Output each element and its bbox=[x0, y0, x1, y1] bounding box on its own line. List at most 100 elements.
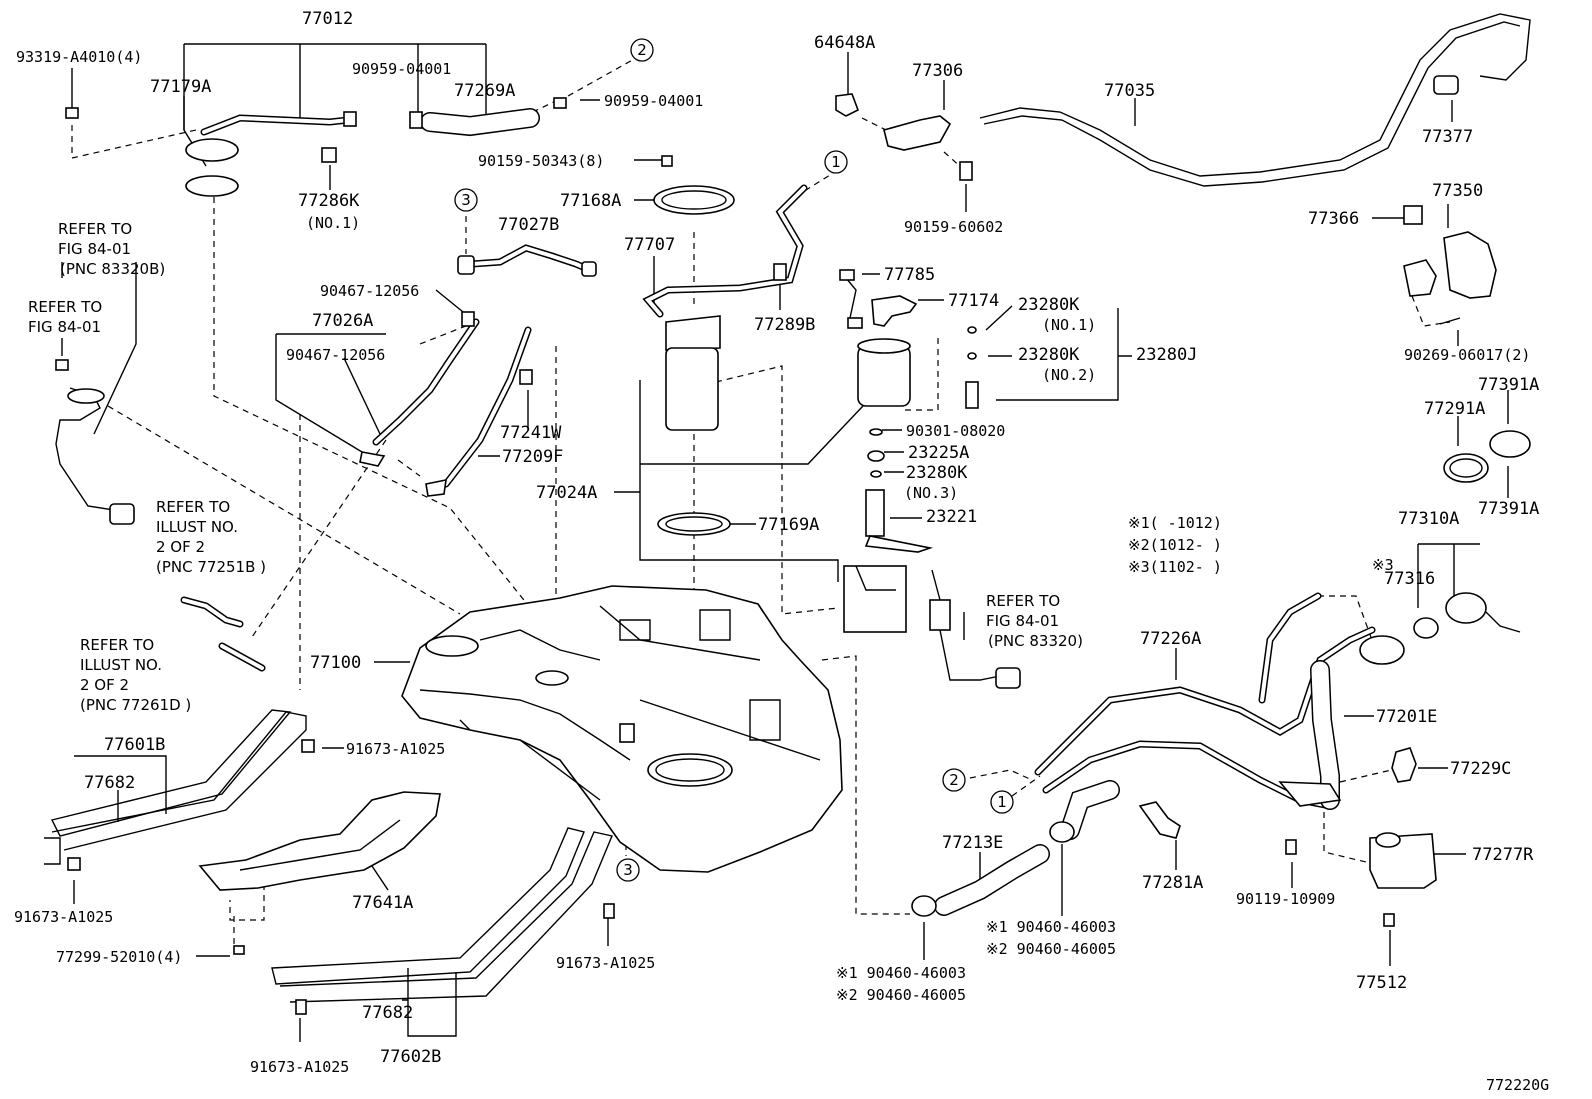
part-fuel-lid bbox=[1403, 205, 1497, 325]
marker-2-top: 2 bbox=[637, 41, 647, 59]
label-90159-50343: 90159-50343(8) bbox=[478, 152, 604, 170]
label-23280k-3: 23280K bbox=[906, 463, 968, 483]
label-77213e: 77213E bbox=[942, 833, 1003, 853]
label-77286k-sub: (NO.1) bbox=[306, 214, 360, 232]
label-77026a: 77026A bbox=[312, 311, 373, 331]
label-77707: 77707 bbox=[624, 235, 675, 255]
label-77286k: 77286K bbox=[298, 191, 360, 211]
ref-b-line-1: REFER TO bbox=[28, 298, 102, 316]
part-heat-insulator bbox=[198, 791, 441, 891]
part-tank-bands bbox=[44, 709, 613, 1003]
note-2: ※2(1012- ) bbox=[1128, 536, 1222, 554]
label-90467-12056-b: 90467-12056 bbox=[286, 346, 385, 364]
label-77241w: 77241W bbox=[500, 423, 562, 443]
label-figure-code: 772220G bbox=[1486, 1076, 1549, 1094]
refer-block-illust-pnc-77251b: REFER TO ILLUST NO. 2 OF 2 (PNC 77251B ) bbox=[156, 498, 266, 576]
marker-1-top: 1 bbox=[831, 153, 841, 171]
label-77226a: 77226A bbox=[1140, 629, 1201, 649]
label-91673-a1025-a: 91673-A1025 bbox=[346, 740, 445, 758]
part-filler-neck-bracket bbox=[1138, 747, 1437, 889]
serial-notes: ※1( -1012) ※2(1012- ) ※3(1102- ) bbox=[1128, 514, 1222, 576]
label-23280k-2-sub: (NO.2) bbox=[1042, 366, 1096, 384]
label-77179a: 77179A bbox=[150, 77, 211, 97]
ref-a-line-3: (PNC 83320B) bbox=[60, 260, 165, 278]
ref-c-line-2: ILLUST NO. bbox=[156, 518, 238, 536]
label-23280k-3-sub: (NO.3) bbox=[904, 484, 958, 502]
label-77012: 77012 bbox=[302, 9, 353, 29]
part-pump-assembly bbox=[642, 184, 907, 633]
label-77391a-bottom: 77391A bbox=[1478, 499, 1539, 519]
label-77602b: 77602B bbox=[380, 1047, 441, 1067]
refer-block-fig-84-01-pnc-83320b: REFER TO FIG 84-01 (PNC 83320B) bbox=[58, 220, 165, 278]
part-sender-gauge-right bbox=[929, 569, 1021, 689]
part-filler-tube-pipes bbox=[1034, 592, 1405, 810]
ref-c-line-4: (PNC 77251B ) bbox=[156, 558, 266, 576]
ref-e-line-2: FIG 84-01 bbox=[986, 612, 1059, 630]
label-77291a: 77291A bbox=[1424, 399, 1485, 419]
marker-3-bottom: 3 bbox=[623, 861, 633, 879]
part-evap-tubes bbox=[359, 244, 597, 497]
label-90460-46005-a: ※2 90460-46005 bbox=[986, 940, 1116, 958]
ref-d-line-4: (PNC 77261D ) bbox=[80, 696, 191, 714]
label-77377: 77377 bbox=[1422, 127, 1473, 147]
label-90119-10909: 90119-10909 bbox=[1236, 890, 1335, 908]
label-77269a: 77269A bbox=[454, 81, 515, 101]
label-77512: 77512 bbox=[1356, 973, 1407, 993]
ref-c-line-1: REFER TO bbox=[156, 498, 230, 516]
label-77601b: 77601B bbox=[104, 735, 165, 755]
label-90460-46005-b: ※2 90460-46005 bbox=[836, 986, 966, 1004]
label-23280j: 23280J bbox=[1136, 345, 1197, 365]
label-77682-b: 77682 bbox=[362, 1003, 413, 1023]
ref-a-line-1: REFER TO bbox=[58, 220, 132, 238]
label-77316-mark: ※3 bbox=[1372, 556, 1394, 574]
label-77299-52010: 77299-52010(4) bbox=[56, 948, 182, 966]
part-vent-tubes-top bbox=[185, 108, 540, 197]
label-90467-12056-a: 90467-12056 bbox=[320, 282, 419, 300]
label-77391a-top: 77391A bbox=[1478, 375, 1539, 395]
label-77641a: 77641A bbox=[352, 893, 413, 913]
label-91673-a1025-d: 91673-A1025 bbox=[250, 1058, 349, 1076]
label-90460-46003-b: ※1 90460-46003 bbox=[836, 964, 966, 982]
part-fuel-lid-cable bbox=[835, 13, 1531, 187]
refer-block-illust-pnc-77261d: REFER TO ILLUST NO. 2 OF 2 (PNC 77261D ) bbox=[80, 636, 191, 714]
label-77366: 77366 bbox=[1308, 209, 1359, 229]
label-77289b: 77289B bbox=[754, 315, 815, 335]
ref-b-line-2: FIG 84-01 bbox=[28, 318, 101, 336]
label-64648a: 64648A bbox=[814, 33, 875, 53]
part-pump-filter bbox=[839, 269, 979, 553]
label-90269-06017: 90269-06017(2) bbox=[1404, 346, 1530, 364]
refer-block-fig-84-01: REFER TO FIG 84-01 bbox=[28, 298, 102, 336]
label-77306: 77306 bbox=[912, 61, 963, 81]
label-91673-a1025-c: 91673-A1025 bbox=[556, 954, 655, 972]
ref-d-line-3: 2 OF 2 bbox=[80, 676, 129, 694]
circled-markers: 2 1 3 3 2 1 bbox=[454, 38, 1014, 882]
part-sender-gauge-left bbox=[55, 387, 135, 525]
label-90460-46003-a: ※1 90460-46003 bbox=[986, 918, 1116, 936]
ref-a-line-2: FIG 84-01 bbox=[58, 240, 131, 258]
ref-d-line-2: ILLUST NO. bbox=[80, 656, 162, 674]
label-77201e: 77201E bbox=[1376, 707, 1437, 727]
marker-3-top: 3 bbox=[461, 191, 471, 209]
note-1: ※1( -1012) bbox=[1128, 514, 1222, 532]
ref-e-line-3: (PNC 83320) bbox=[988, 632, 1083, 650]
label-77035: 77035 bbox=[1104, 81, 1155, 101]
ref-d-line-1: REFER TO bbox=[80, 636, 154, 654]
part-labels: 77012 93319-A4010(4) 77179A 90959-04001 … bbox=[14, 9, 1549, 1094]
ref-c-line-3: 2 OF 2 bbox=[156, 538, 205, 556]
label-91673-a1025-b: 91673-A1025 bbox=[14, 908, 113, 926]
marker-2-bottom: 2 bbox=[949, 771, 959, 789]
marker-1-bottom: 1 bbox=[997, 793, 1007, 811]
part-fuel-hose bbox=[911, 780, 1120, 917]
label-77168a: 77168A bbox=[560, 191, 621, 211]
label-23280k-2: 23280K bbox=[1018, 345, 1080, 365]
part-bolts bbox=[55, 97, 1395, 1015]
label-77174: 77174 bbox=[948, 291, 999, 311]
part-fuel-tank bbox=[401, 585, 843, 873]
refer-block-fig-84-01-pnc-83320: REFER TO FIG 84-01 (PNC 83320) bbox=[986, 592, 1083, 650]
label-77027b: 77027B bbox=[498, 215, 559, 235]
label-77209f: 77209F bbox=[502, 447, 563, 467]
label-77229c: 77229C bbox=[1450, 759, 1511, 779]
label-77277r: 77277R bbox=[1472, 845, 1534, 865]
label-93319-a4010: 93319-A4010(4) bbox=[16, 48, 142, 66]
